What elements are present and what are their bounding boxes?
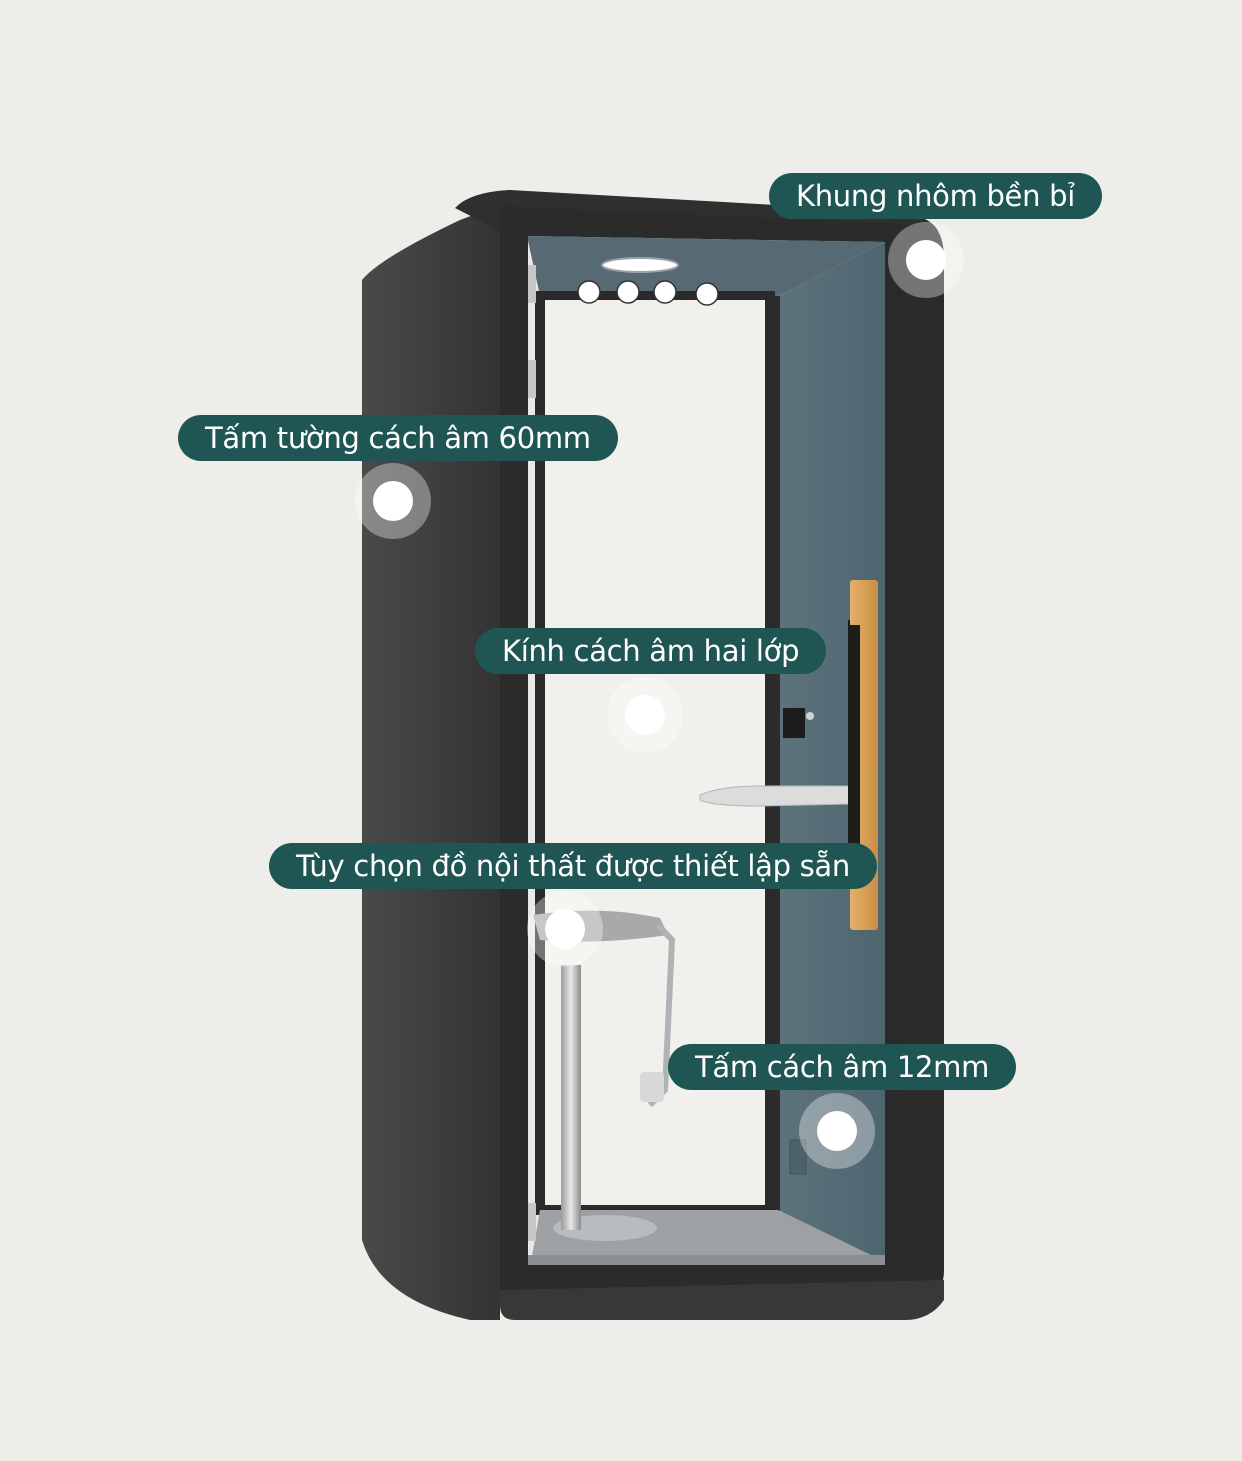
callout-text-panel: Tấm cách âm 12mm <box>695 1049 990 1084</box>
callout-label-frame: Khung nhôm bền bỉ <box>769 173 1102 219</box>
hotspot-dot <box>906 240 946 280</box>
callout-text-furniture: Tùy chọn đồ nội thất được thiết lập sẵn <box>296 848 850 883</box>
hotspot-wall[interactable] <box>355 463 431 539</box>
hotspot-frame[interactable] <box>888 222 964 298</box>
hotspot-dot <box>545 909 585 949</box>
hotspot-dot <box>373 481 413 521</box>
callout-text-glass: Kính cách âm hai lớp <box>502 633 800 668</box>
hotspot-glass[interactable] <box>607 677 683 753</box>
hotspot-furniture[interactable] <box>527 891 603 967</box>
callout-label-furniture: Tùy chọn đồ nội thất được thiết lập sẵn <box>269 843 877 889</box>
hotspot-dot <box>817 1111 857 1151</box>
callout-text-wall: Tấm tường cách âm 60mm <box>205 420 591 455</box>
hotspot-panel[interactable] <box>799 1093 875 1169</box>
callout-label-wall: Tấm tường cách âm 60mm <box>178 415 618 461</box>
hotspot-dot <box>625 695 665 735</box>
callout-label-glass: Kính cách âm hai lớp <box>475 628 827 674</box>
callout-text-frame: Khung nhôm bền bỉ <box>796 178 1075 213</box>
callout-label-panel: Tấm cách âm 12mm <box>668 1044 1017 1090</box>
